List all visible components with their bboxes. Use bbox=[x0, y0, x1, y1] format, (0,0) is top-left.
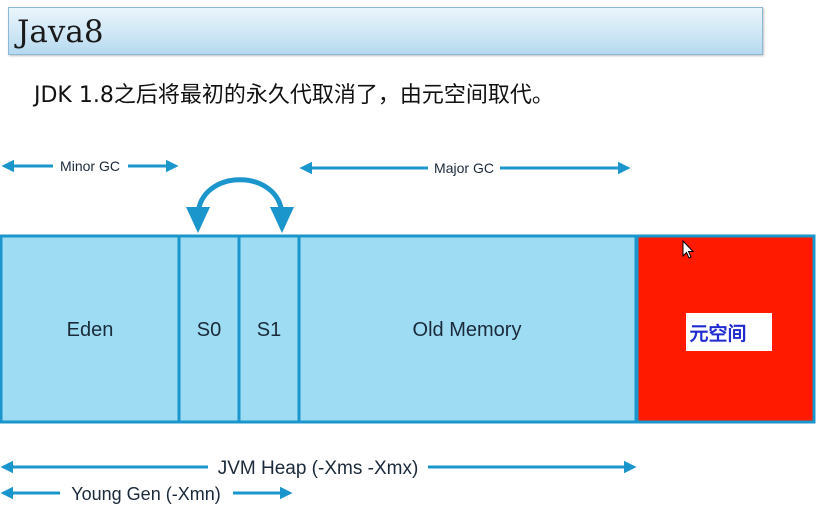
description-text: JDK 1.8之后将最初的永久代取消了，由元空间取代。 bbox=[34, 83, 554, 108]
minor-gc-label: Minor GC bbox=[60, 158, 120, 174]
eden-label: Eden bbox=[67, 319, 114, 341]
title-bar: Java8 bbox=[8, 7, 763, 55]
jvm-heap-label: JVM Heap (-Xms -Xmx) bbox=[218, 458, 419, 479]
metaspace-label-box bbox=[686, 313, 772, 351]
young-gen-label: Young Gen (-Xmn) bbox=[71, 484, 220, 504]
major-gc-label: Major GC bbox=[434, 160, 494, 176]
minor-gc-arrow: Minor GC bbox=[1, 158, 179, 174]
old-memory-label: Old Memory bbox=[413, 319, 522, 341]
page-title: Java8 bbox=[17, 14, 104, 50]
s0-block bbox=[177, 234, 241, 424]
young-gen-range: Young Gen (-Xmn) bbox=[0, 484, 293, 504]
s1-label: S1 bbox=[257, 319, 281, 341]
jvm-heap-range: JVM Heap (-Xms -Xmx) bbox=[0, 458, 637, 479]
s1-block bbox=[237, 234, 301, 424]
memory-blocks: Eden S0 S1 Old Memory 元空间 bbox=[0, 234, 816, 424]
major-gc-arrow: Major GC bbox=[299, 160, 631, 176]
mouse-pointer-icon bbox=[682, 239, 695, 259]
eden-block bbox=[0, 234, 181, 424]
old-memory-block bbox=[297, 234, 638, 424]
survivor-swap-arrow bbox=[186, 177, 294, 233]
s0-label: S0 bbox=[197, 319, 221, 341]
metaspace-label: 元空间 bbox=[689, 322, 746, 345]
